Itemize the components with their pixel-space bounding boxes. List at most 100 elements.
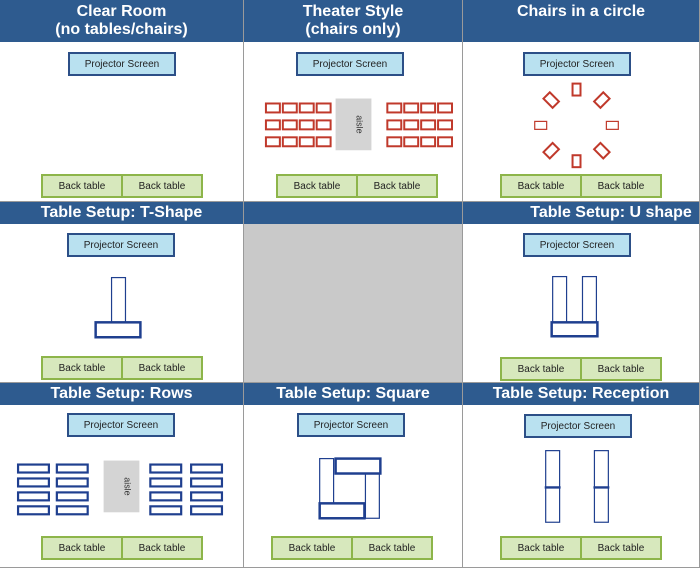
table bbox=[149, 477, 183, 488]
table bbox=[550, 321, 599, 338]
cell-reception: Table Setup: Reception Projector Screen … bbox=[463, 383, 700, 568]
projector-screen: Projector Screen bbox=[297, 413, 405, 437]
back-tables: Back table Back table bbox=[41, 174, 203, 198]
chair bbox=[542, 90, 561, 110]
table bbox=[319, 457, 335, 504]
back-tables: Back table Back table bbox=[500, 357, 662, 381]
cell-rows: Table Setup: Rows Projector Screen aisle… bbox=[0, 383, 244, 568]
chair bbox=[403, 119, 420, 131]
aisle-label: aisle bbox=[122, 477, 132, 495]
projector-screen: Projector Screen bbox=[523, 52, 631, 76]
chair bbox=[437, 102, 454, 114]
chair bbox=[386, 119, 403, 131]
back-table: Back table bbox=[580, 176, 660, 196]
aisle-label: aisle bbox=[354, 115, 364, 133]
projector-screen: Projector Screen bbox=[68, 52, 176, 76]
cell-title-line: Table Setup: Reception bbox=[492, 385, 670, 402]
chair bbox=[315, 136, 332, 148]
chair bbox=[605, 120, 619, 130]
aisle-block bbox=[335, 98, 372, 151]
back-tables: Back table Back table bbox=[500, 174, 662, 198]
projector-screen: Projector Screen bbox=[296, 52, 404, 76]
chair bbox=[420, 119, 437, 131]
square-diagram bbox=[318, 457, 382, 520]
u-shape-diagram bbox=[550, 275, 599, 338]
table bbox=[334, 457, 382, 475]
chair bbox=[542, 141, 561, 160]
back-table: Back table bbox=[580, 538, 660, 558]
back-table: Back table bbox=[58, 362, 106, 374]
table bbox=[593, 486, 609, 523]
back-table: Back table bbox=[121, 538, 201, 558]
rows-diagram: aisle bbox=[16, 460, 224, 516]
cell-square: Table Setup: Square Projector Screen Bac… bbox=[244, 383, 463, 568]
projector-screen: Projector Screen bbox=[67, 233, 175, 257]
projector-screen: Projector Screen bbox=[524, 414, 632, 438]
chair bbox=[437, 119, 454, 131]
chair bbox=[281, 102, 298, 114]
chair bbox=[571, 154, 582, 169]
cell-circle: Chairs in a circle Projector Screen Back… bbox=[463, 0, 700, 202]
chair bbox=[592, 90, 611, 110]
chair bbox=[534, 120, 548, 130]
back-tables: Back table Back table bbox=[271, 536, 433, 560]
cell-header: Table Setup: T-Shape bbox=[0, 202, 243, 224]
cell-title-line: Table Setup: T-Shape bbox=[40, 204, 203, 221]
cell-theater: Theater Style (chairs only) Projector Sc… bbox=[244, 0, 463, 202]
cell-t-shape: Table Setup: T-Shape Projector Screen Ba… bbox=[0, 202, 244, 383]
table bbox=[55, 505, 89, 516]
chair bbox=[298, 136, 315, 148]
back-table: Back table bbox=[580, 359, 660, 379]
table bbox=[581, 275, 598, 323]
chair bbox=[571, 82, 582, 97]
table bbox=[110, 276, 127, 323]
theater-diagram: aisle bbox=[264, 98, 454, 151]
cell-title-line: Chairs in a circle bbox=[516, 3, 646, 20]
chair bbox=[403, 136, 420, 148]
chair bbox=[386, 136, 403, 148]
chair bbox=[315, 102, 332, 114]
table bbox=[149, 505, 183, 516]
back-tables: Back table Back table bbox=[500, 536, 662, 560]
cell-header: Clear Room (no tables/chairs) bbox=[0, 0, 243, 42]
cell-blank bbox=[244, 202, 463, 383]
chair bbox=[420, 102, 437, 114]
table bbox=[16, 505, 50, 516]
back-table: Back table bbox=[517, 542, 565, 554]
table bbox=[545, 450, 561, 489]
aisle-block bbox=[103, 460, 140, 513]
table bbox=[149, 491, 183, 502]
table-group bbox=[16, 463, 224, 516]
back-table: Back table bbox=[121, 176, 201, 196]
cell-title-line: Table Setup: Square bbox=[276, 385, 430, 402]
table bbox=[593, 450, 609, 489]
table bbox=[190, 491, 224, 502]
back-table: Back table bbox=[58, 542, 106, 554]
table bbox=[16, 477, 50, 488]
table bbox=[55, 491, 89, 502]
back-tables: Back table Back table bbox=[41, 536, 203, 560]
cell-header: Table Setup: Rows bbox=[0, 383, 243, 405]
chair bbox=[437, 136, 454, 148]
back-table: Back table bbox=[517, 180, 565, 192]
chair bbox=[281, 119, 298, 131]
cell-header: Theater Style (chairs only) bbox=[244, 0, 462, 42]
cell-title-line: Table Setup: Rows bbox=[50, 385, 193, 402]
table bbox=[55, 463, 89, 474]
cell-clear-room: Clear Room (no tables/chairs) Projector … bbox=[0, 0, 244, 202]
chair bbox=[315, 119, 332, 131]
cell-title-line: (chairs only) bbox=[305, 21, 401, 38]
chair bbox=[264, 136, 281, 148]
cell-u-shape: Table Setup: U shape Projector Screen Ba… bbox=[463, 202, 700, 383]
cell-title-line: Clear Room bbox=[76, 3, 167, 20]
cell-title-line: (no tables/chairs) bbox=[55, 21, 188, 38]
back-table: Back table bbox=[288, 542, 336, 554]
table bbox=[16, 463, 50, 474]
table bbox=[318, 502, 366, 520]
chair bbox=[264, 119, 281, 131]
chair bbox=[592, 141, 611, 160]
chair bbox=[298, 119, 315, 131]
table bbox=[364, 472, 380, 519]
table bbox=[190, 477, 224, 488]
